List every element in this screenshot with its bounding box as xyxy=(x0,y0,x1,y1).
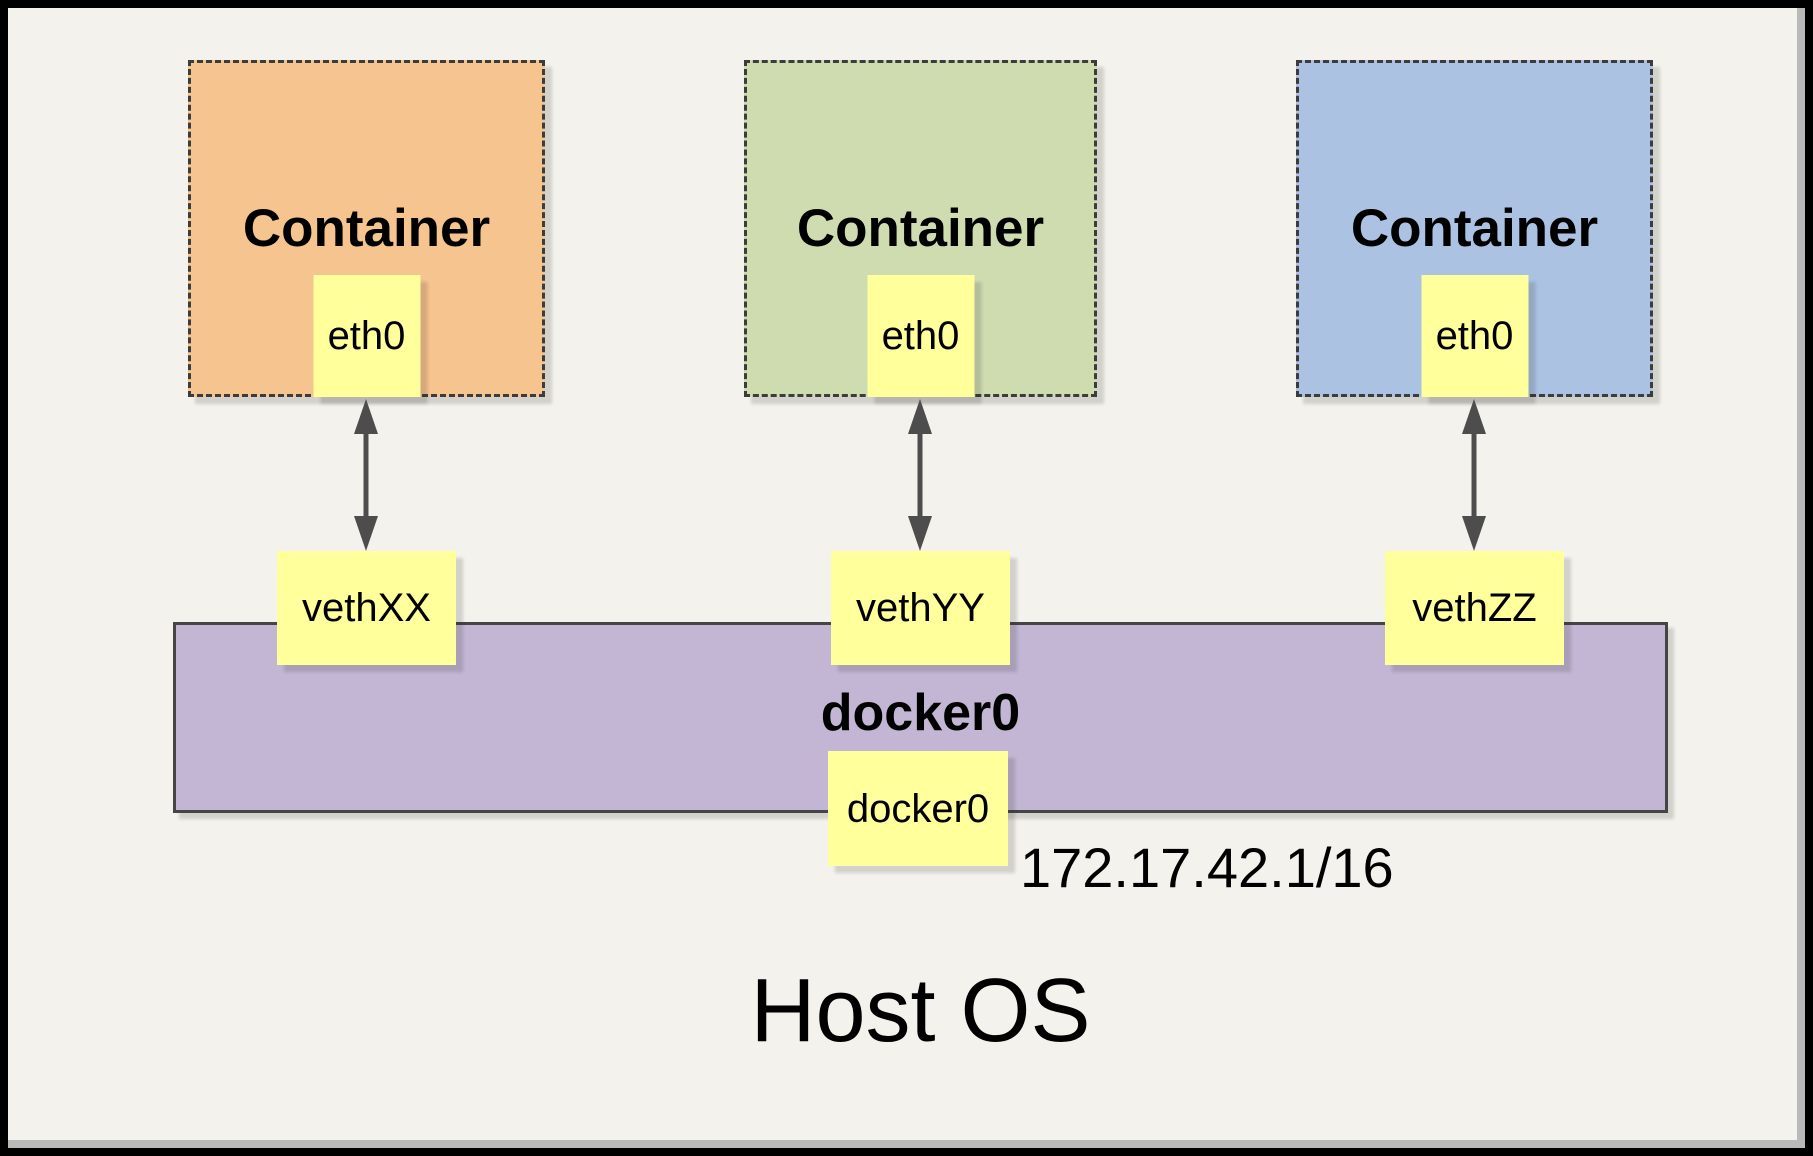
veth-arrow-1 xyxy=(354,399,378,551)
container-label: Container xyxy=(796,199,1045,258)
eth0-box-3: eth0 xyxy=(1421,275,1528,397)
eth0-label: eth0 xyxy=(881,314,960,358)
bridge-ip-label: 172.17.42.1/16 xyxy=(1020,836,1394,899)
arrow-head-up-icon xyxy=(1462,399,1486,434)
veth-arrow-3 xyxy=(1462,399,1486,551)
arrow-head-down-icon xyxy=(1462,516,1486,551)
host-os-label: Host OS xyxy=(750,961,1091,1061)
veth-arrow-2 xyxy=(908,399,932,551)
diagram-canvas: Container eth0 Container eth0 Container … xyxy=(8,8,1797,1140)
veth-box-3: vethZZ xyxy=(1385,551,1564,665)
docker0-interface-box: docker0 xyxy=(828,751,1008,866)
container-box-3: Container eth0 xyxy=(1296,60,1653,397)
veth-label: vethZZ xyxy=(1412,586,1537,630)
veth-box-1: vethXX xyxy=(277,551,456,665)
eth0-label: eth0 xyxy=(327,314,406,358)
eth0-box-2: eth0 xyxy=(867,275,974,397)
docker0-bridge-label: docker0 xyxy=(820,684,1021,742)
container-label: Container xyxy=(1350,199,1599,258)
arrow-head-down-icon xyxy=(908,516,932,551)
container-box-1: Container eth0 xyxy=(188,60,545,397)
docker0-interface-label: docker0 xyxy=(846,786,990,831)
arrow-head-down-icon xyxy=(354,516,378,551)
eth0-label: eth0 xyxy=(1435,314,1514,358)
container-box-2: Container eth0 xyxy=(744,60,1097,397)
arrow-head-up-icon xyxy=(354,399,378,434)
container-label: Container xyxy=(242,199,491,258)
veth-box-2: vethYY xyxy=(831,551,1010,665)
arrow-head-up-icon xyxy=(908,399,932,434)
veth-label: vethXX xyxy=(302,586,431,630)
eth0-box-1: eth0 xyxy=(313,275,420,397)
veth-label: vethYY xyxy=(856,586,985,630)
